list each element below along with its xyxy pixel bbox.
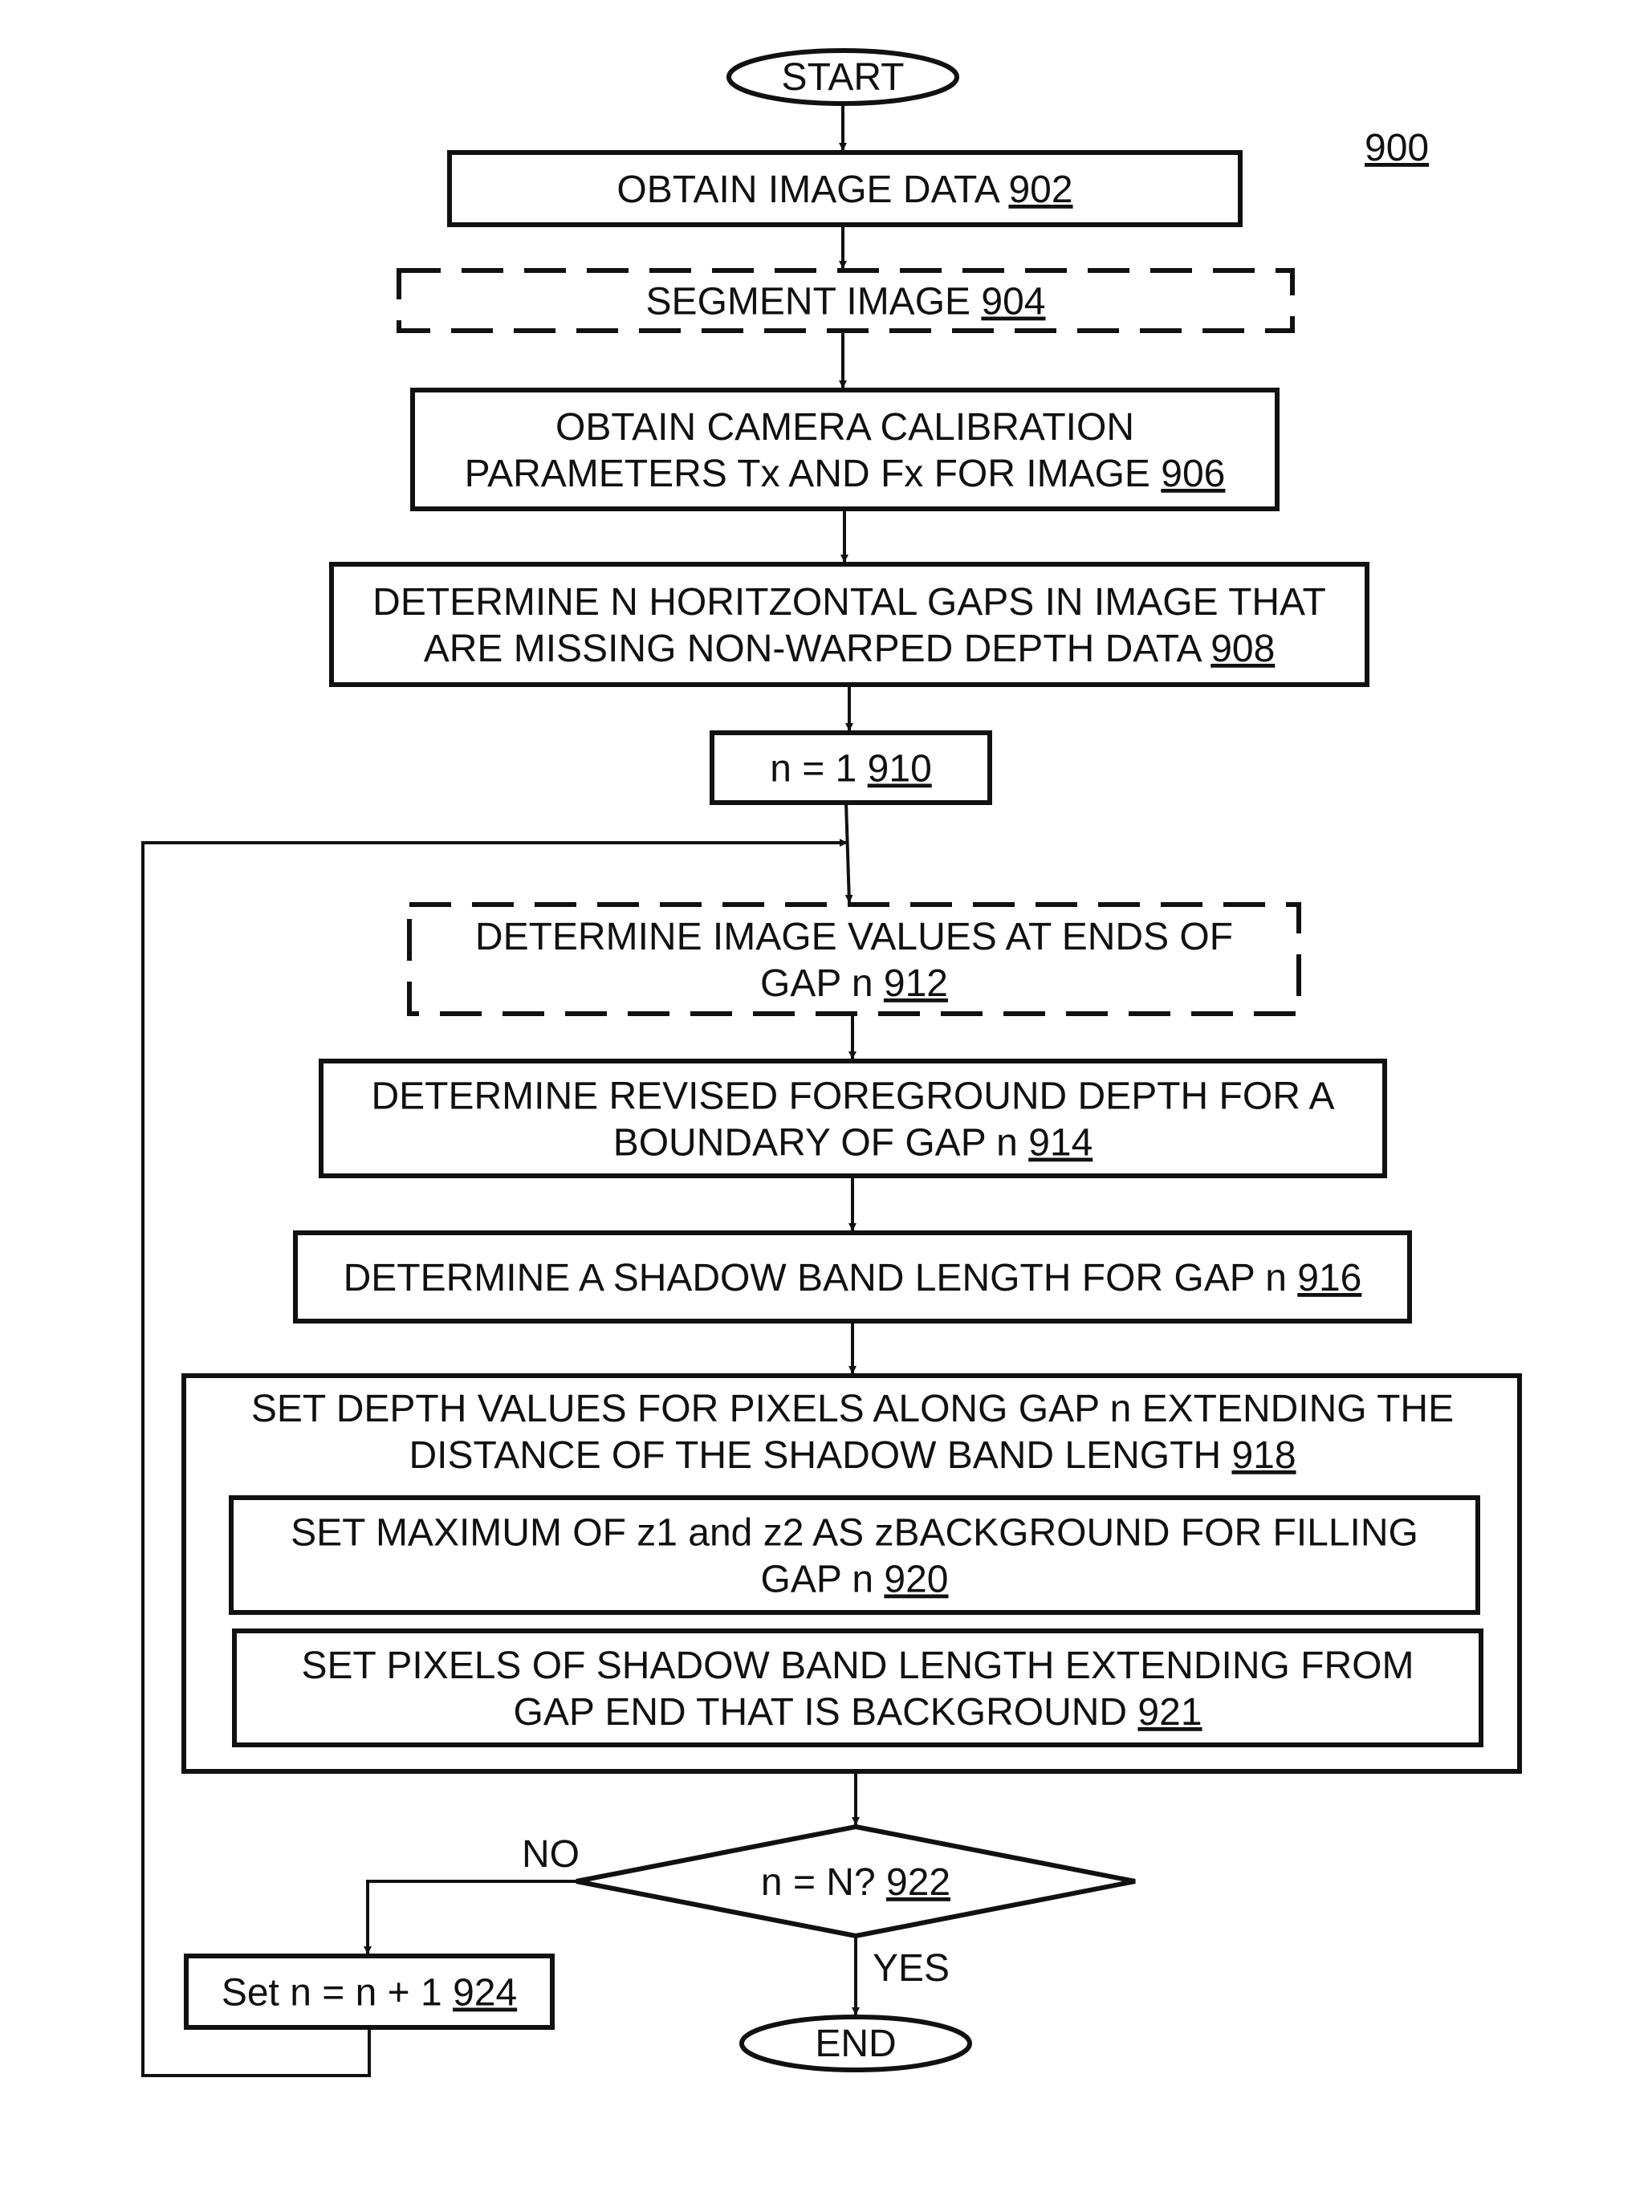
step-text-914: DETERMINE REVISED FOREGROUND DEPTH FOR A: [371, 1076, 1334, 1118]
step-text-912: DETERMINE IMAGE VALUES AT ENDS OF: [475, 916, 1233, 958]
step-text-921: SET PIXELS OF SHADOW BAND LENGTH EXTENDI…: [302, 1645, 1414, 1687]
step-ref-914: 914: [1028, 1122, 1093, 1165]
step-ref-908: 908: [1211, 628, 1275, 670]
step-ref-924: 924: [453, 1972, 517, 2015]
arrow-910-912: [846, 803, 849, 903]
step-ref-910: 910: [868, 748, 932, 791]
step-text-902: OBTAIN IMAGE DATA 902: [616, 169, 1072, 211]
end-label: END: [815, 2023, 896, 2065]
figure-number: 900: [1365, 127, 1429, 169]
step-ref-902: 902: [1008, 169, 1072, 211]
step-text-920: SET MAXIMUM OF z1 and z2 AS zBACKGROUND …: [291, 1512, 1418, 1555]
step-text-906: OBTAIN CAMERA CALIBRATION: [555, 406, 1134, 449]
step-text-916: DETERMINE A SHADOW BAND LENGTH FOR GAP n…: [344, 1257, 1362, 1299]
step-text-914: BOUNDARY OF GAP n 914: [613, 1122, 1093, 1165]
step-text-906: PARAMETERS Tx AND Fx FOR IMAGE 906: [465, 453, 1226, 495]
step-text-912: GAP n 912: [760, 962, 948, 1005]
step-ref-921: 921: [1137, 1691, 1202, 1734]
step-text-924: Set n = n + 1 924: [222, 1972, 517, 2015]
arrow-922-924-no: [368, 1881, 576, 1954]
step-ref-912: 912: [884, 962, 948, 1005]
step-ref-904: 904: [981, 281, 1045, 323]
step-text-918: DISTANCE OF THE SHADOW BAND LENGTH 918: [409, 1434, 1296, 1477]
step-ref-918: 918: [1231, 1434, 1296, 1477]
step-text-908: DETERMINE N HORITZONTAL GAPS IN IMAGE TH…: [372, 581, 1326, 624]
step-text-920: GAP n 920: [761, 1559, 949, 1601]
step-text-921: GAP END THAT IS BACKGROUND 921: [513, 1691, 1202, 1734]
shapes: [184, 51, 1520, 2070]
start-label: START: [782, 56, 905, 99]
decision-text-922: n = N? 922: [761, 1861, 950, 1904]
step-text-918: SET DEPTH VALUES FOR PIXELS ALONG GAP n …: [251, 1388, 1454, 1430]
decision-ref-922: 922: [886, 1861, 950, 1904]
step-text-910: n = 1 910: [770, 748, 932, 791]
no-label: NO: [522, 1833, 580, 1876]
yes-label: YES: [873, 1947, 950, 1990]
step-text-904: SEGMENT IMAGE 904: [646, 281, 1046, 323]
step-ref-906: 906: [1161, 453, 1225, 495]
step-text-908: ARE MISSING NON-WARPED DEPTH DATA 908: [424, 628, 1276, 670]
step-ref-916: 916: [1297, 1257, 1361, 1299]
step-ref-920: 920: [884, 1559, 948, 1601]
